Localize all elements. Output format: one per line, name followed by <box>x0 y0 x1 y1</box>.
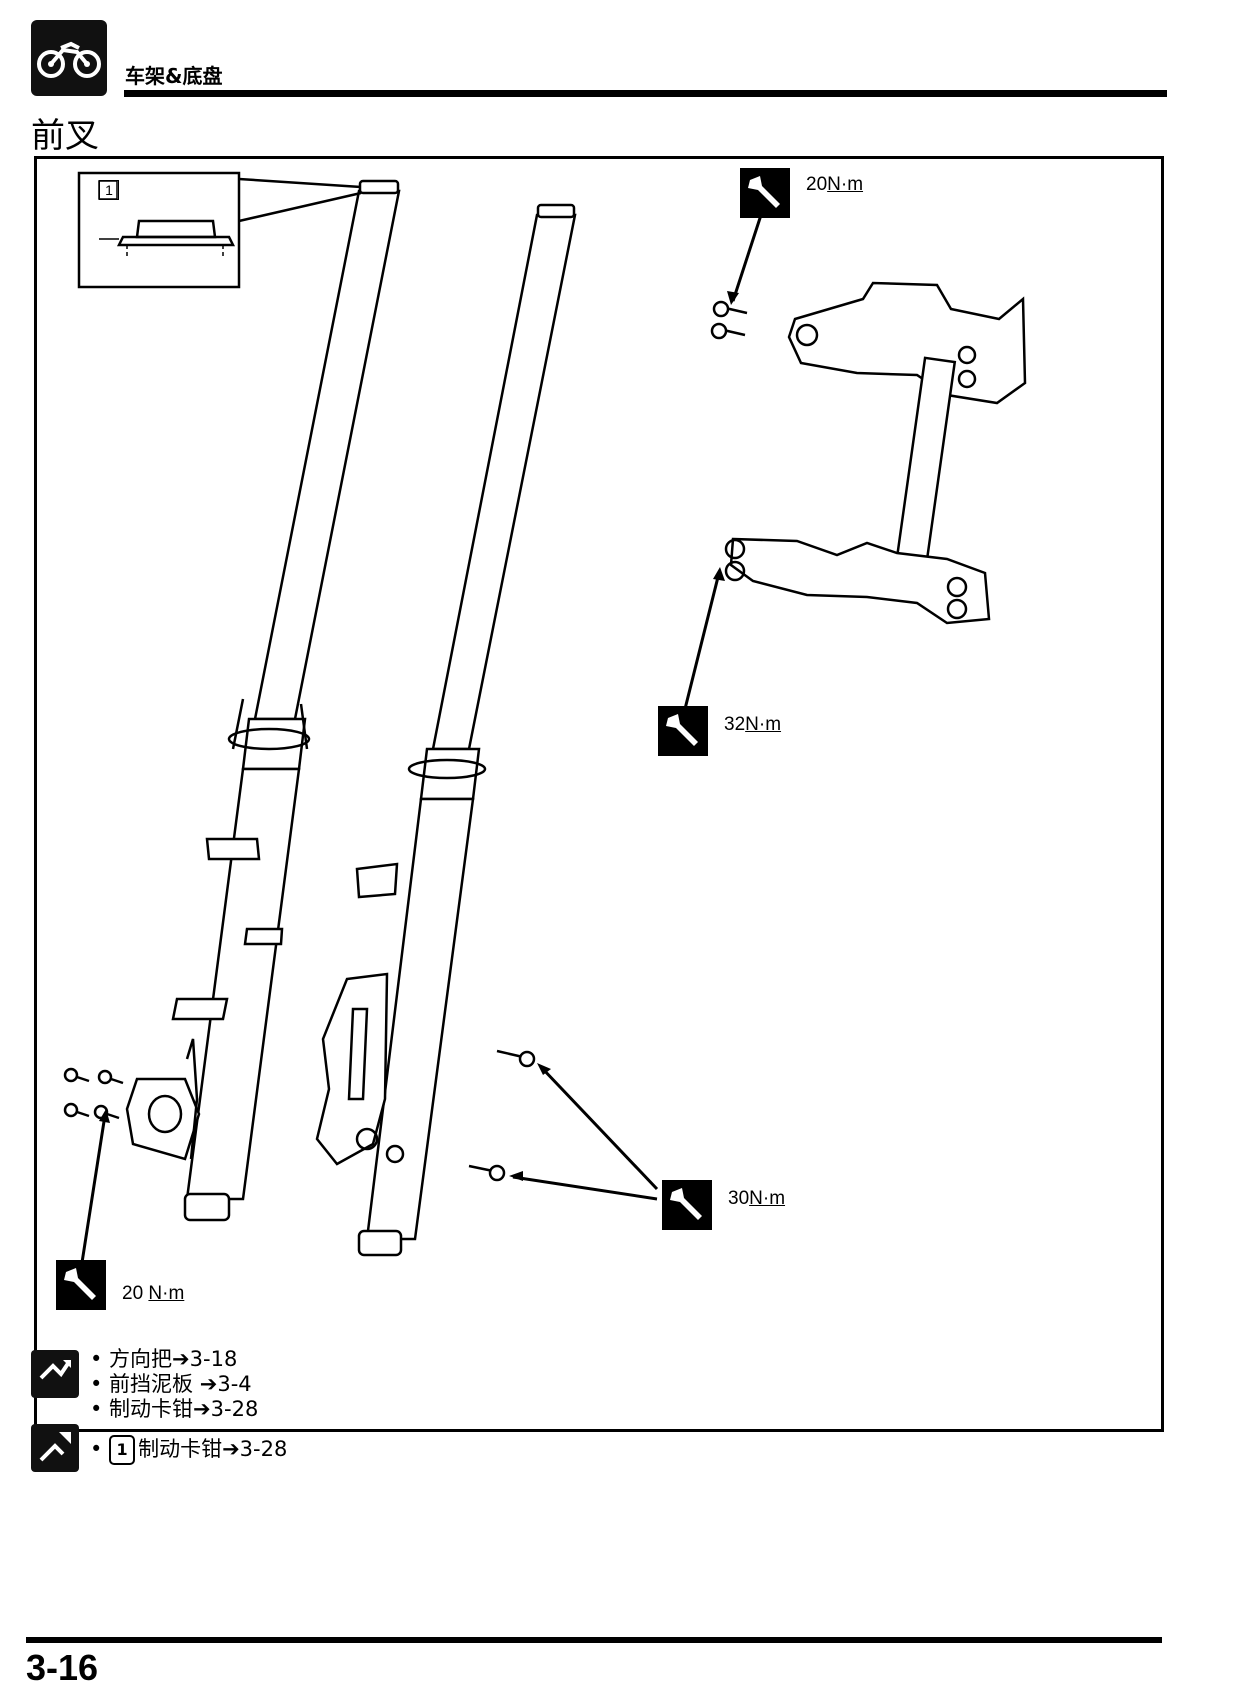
motorcycle-icon <box>31 20 107 96</box>
page-title: 前叉 <box>31 116 99 156</box>
installation-procedure-icon <box>31 1424 79 1472</box>
callout-inset <box>77 171 362 289</box>
right-fork-assembly <box>315 203 577 1257</box>
diagram-frame <box>34 156 1164 1432</box>
callout-number: 1 <box>99 180 119 200</box>
section-title: 车架&底盘 <box>125 64 223 88</box>
reference-item[interactable]: • 制动卡钳➔3-28 <box>90 1397 259 1421</box>
axle-pinch-bolts <box>468 1049 536 1182</box>
removal-reference-list: • 方向把➔3-18 • 前挡泥板 ➔3-4 • 制动卡钳➔3-28 <box>90 1347 258 1422</box>
removal-procedure-icon <box>31 1350 79 1398</box>
bullet: • <box>90 1437 103 1461</box>
torque-label-axle-bolt: 30N·m <box>728 1188 786 1209</box>
torque-label-bottom-clamp: 32N·m <box>724 714 782 735</box>
left-fork-assembly <box>125 179 401 1222</box>
triple-clamp-assembly <box>710 281 1027 625</box>
header-divider <box>124 90 1167 97</box>
torque-wrench-icon <box>658 706 708 756</box>
torque-label-top-clamp: 20N·m <box>806 174 864 195</box>
reference-item[interactable]: • 前挡泥板 ➔3-4 <box>90 1372 252 1396</box>
page-number: 3-16 <box>26 1647 99 1688</box>
reference-number-box: 1 <box>109 1435 136 1465</box>
torque-wrench-icon <box>740 168 790 218</box>
caliper-bracket-bolts <box>63 1067 124 1120</box>
torque-wrench-icon <box>662 1180 712 1230</box>
front-fork-exploded-diagram <box>63 171 1027 1270</box>
footer-divider <box>26 1637 1162 1643</box>
reference-item[interactable]: • 方向把➔3-18 <box>90 1347 238 1371</box>
reference-text: 制动卡钳➔3-28 <box>138 1437 288 1461</box>
torque-label-bracket-bolt: 20 N·m <box>122 1283 185 1304</box>
torque-wrench-icon <box>56 1260 106 1310</box>
